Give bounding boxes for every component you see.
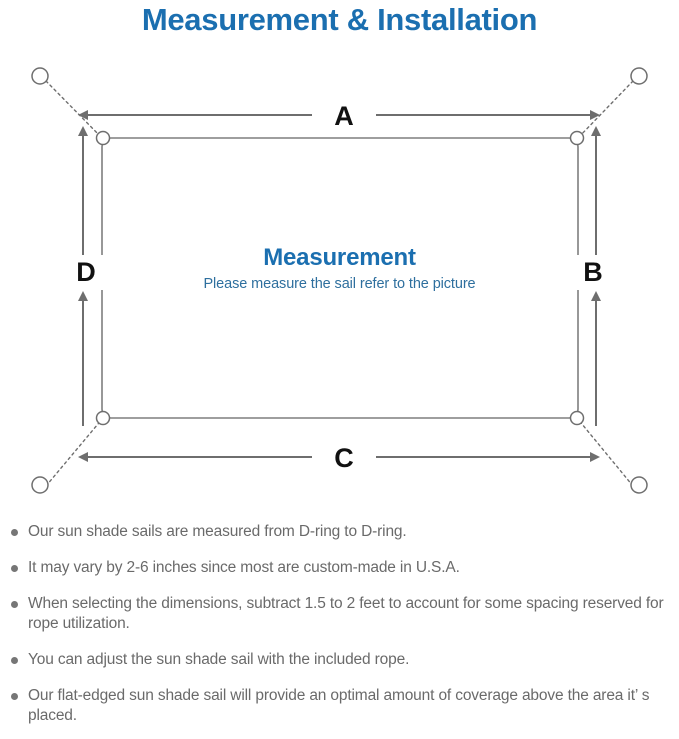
page-title: Measurement & Installation [141, 2, 538, 37]
anchor-point-top-right [630, 67, 648, 85]
d-ring-bottom-right [569, 410, 585, 426]
dimension-label-a: A [312, 100, 376, 133]
bullet-icon [11, 529, 18, 536]
list-item: You can adjust the sun shade sail with t… [0, 650, 679, 670]
d-ring-top-left [95, 130, 111, 146]
anchor-point-bottom-left [31, 476, 49, 494]
dimension-label-c: C [312, 442, 376, 475]
bullet-icon [11, 657, 18, 664]
diagram-center-title: Measurement [263, 244, 416, 271]
notes-list: Our sun shade sails are measured from D-… [0, 522, 679, 726]
list-item: When selecting the dimensions, subtract … [0, 594, 679, 634]
sail-diagram-svg [31, 67, 648, 494]
list-item: Our sun shade sails are measured from D-… [0, 522, 679, 542]
diagram-center-subtitle: Please measure the sail refer to the pic… [203, 276, 476, 292]
rope-line-bottom-right [576, 417, 634, 487]
anchor-point-bottom-right [630, 476, 648, 494]
rope-line-top-right [576, 80, 634, 140]
list-item: Our flat-edged sun shade sail will provi… [0, 686, 679, 726]
note-text: It may vary by 2-6 inches since most are… [28, 559, 460, 576]
note-text: Our flat-edged sun shade sail will provi… [28, 687, 650, 724]
list-item: It may vary by 2-6 inches since most are… [0, 558, 679, 578]
rope-line-top-left [45, 80, 104, 140]
d-ring-top-right [569, 130, 585, 146]
note-text: When selecting the dimensions, subtract … [28, 595, 664, 632]
sail-diagram: Measurement Please measure the sail refe… [0, 48, 679, 518]
bullet-icon [11, 693, 18, 700]
d-ring-bottom-left [95, 410, 111, 426]
note-text: Our sun shade sails are measured from D-… [28, 523, 407, 540]
anchor-point-top-left [31, 67, 49, 85]
bullet-icon [11, 565, 18, 572]
rope-line-bottom-left [45, 417, 104, 487]
note-text: You can adjust the sun shade sail with t… [28, 651, 410, 668]
dimension-label-d: D [66, 255, 106, 290]
dimension-label-b: B [573, 255, 613, 290]
bullet-icon [11, 601, 18, 608]
